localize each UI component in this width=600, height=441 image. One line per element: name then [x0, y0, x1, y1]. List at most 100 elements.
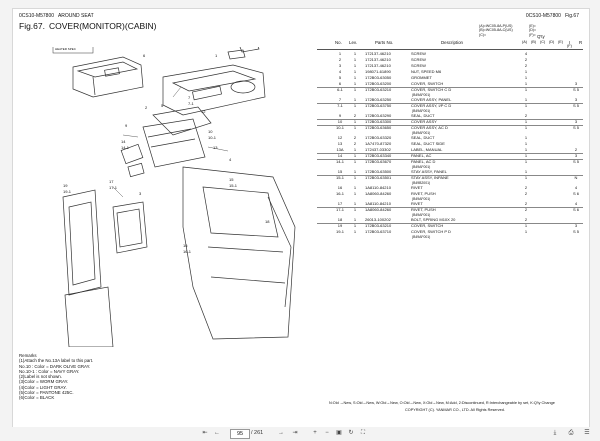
cell-lev: 1	[353, 69, 357, 74]
callout-7-1: 7-1	[188, 101, 195, 106]
cell-a: 4	[524, 51, 528, 56]
fit-page-icon[interactable]: ▣	[336, 430, 342, 436]
cell-ir: S 6	[572, 191, 579, 196]
cell-lev: 2	[353, 141, 357, 146]
cell-a: 1	[524, 147, 528, 152]
fullscreen-icon[interactable]: ⛶	[360, 430, 366, 436]
cell-a: 2	[524, 113, 528, 118]
cell-no: 16-1	[335, 191, 344, 196]
cell-no: 14	[337, 153, 343, 158]
cell-no: 18	[337, 217, 343, 222]
cell-lev: 1	[353, 229, 357, 234]
callout-10: 10	[208, 129, 213, 134]
cell-desc: COVER, SWITCH	[411, 223, 444, 228]
zoom-out-icon[interactable]: −	[325, 430, 329, 436]
first-page-icon[interactable]: ⇤	[202, 430, 208, 436]
cell-pn: 172137-46210	[365, 57, 391, 62]
menu-icon[interactable]: ☰	[584, 430, 590, 436]
cell-desc: SEAL, DUCT	[411, 135, 435, 140]
prev-page-icon[interactable]: ←	[214, 430, 220, 436]
cell-a: 1	[524, 141, 528, 146]
rotate-icon[interactable]: ↻	[348, 430, 354, 436]
cell-lev: 1	[353, 201, 357, 206]
qty-model-legend-2: (E)= (D)= (F)=	[529, 24, 536, 37]
qty-col-a: (A)	[522, 40, 528, 44]
cell-desc: COVER, SWITCH P D	[411, 229, 451, 234]
cell-no: 7	[338, 97, 342, 102]
cell-ir: N	[574, 175, 578, 180]
last-page-icon[interactable]: ⇥	[292, 430, 298, 436]
header-right: 0CS10-M57800 Fig.67	[526, 13, 579, 19]
cell-desc: GROMMET	[411, 75, 432, 80]
cell-a: 2	[524, 57, 528, 62]
cell-lev: 1	[353, 75, 357, 80]
zoom-in-icon[interactable]: +	[313, 430, 317, 436]
cell-ir: S 5	[572, 103, 579, 108]
cell-lev: 1	[353, 159, 357, 164]
cell-ir: 2	[574, 147, 578, 152]
cell-desc: LABEL, MANUAL	[411, 147, 443, 152]
cell-pn: 26013-100202	[365, 217, 391, 222]
header-left: 0CS10-M57800 AROUND SEAT	[19, 13, 94, 19]
cell-no: 6	[338, 81, 342, 86]
cell-desc: RIVET	[411, 185, 423, 190]
cell-no: 9	[338, 113, 342, 118]
cell-pn: 172B03-63210	[365, 87, 392, 92]
page-number-input[interactable]: 95	[230, 429, 250, 439]
cell-pn: 1A8110-84210	[365, 185, 391, 190]
cell-desc: COVER ASSY, I/P C D	[411, 103, 452, 108]
cell-lev: 1	[353, 87, 357, 92]
remark-line: No.10-1 : Color = NAVY GRAY.	[19, 368, 80, 374]
remarks-title: Remarks	[19, 353, 37, 358]
qty-model-legend: (A)=WC05-8A-P(US) (B)=WC05-8A-C(US) (C)=	[479, 24, 513, 37]
cell-pn: 172137-46210	[365, 63, 391, 68]
cell-pn: 1A8060-84260	[365, 191, 392, 196]
cell-pn: 172B03-63300	[365, 119, 392, 124]
cell-no: 13A	[336, 147, 344, 152]
print-icon[interactable]: ⎙	[568, 430, 574, 436]
callout-18: 18	[265, 219, 270, 224]
cell-desc: PANEL, AC D	[411, 159, 436, 164]
cell-pn: 198071-61890	[365, 69, 391, 74]
download-icon[interactable]: ⤓	[553, 430, 557, 436]
cell-ir: S 5	[572, 87, 579, 92]
cell-no: 10	[337, 119, 343, 124]
remarks-block: Remarks (1)Attach the No.13A label to th…	[19, 353, 169, 401]
callout-17: 17	[109, 179, 114, 184]
cell-pn: 172B03-63200	[365, 81, 392, 86]
cell-no: 1	[338, 51, 342, 56]
cell-pn: 172B03-63501	[365, 175, 392, 180]
qty-model-f: (F)=	[529, 32, 536, 37]
cell-lev: 1	[353, 217, 357, 222]
callout-1: 1	[215, 53, 218, 58]
cell-lev: 1	[353, 81, 357, 86]
cell-no: 3	[338, 63, 342, 68]
heater-spec-label: HEATER SPEC	[55, 47, 77, 51]
cell-desc: PANEL, AC	[411, 153, 432, 158]
next-page-icon[interactable]: →	[278, 430, 284, 436]
cell-a: 1	[524, 75, 528, 80]
callout-9: 9	[125, 123, 128, 128]
cell-desc: COVER ASSY	[411, 119, 437, 124]
qty-col-e: (E)	[558, 40, 564, 44]
cell-ir: S 6	[572, 207, 579, 212]
cell-pn: 172B03-63320	[365, 135, 392, 140]
cell-a: 1	[524, 153, 528, 158]
cell-ir: S 5	[572, 125, 579, 130]
cell-lev: 1	[353, 103, 357, 108]
cell-pn: 172B03-63290	[365, 113, 392, 118]
header-right-code: 0CS10-M57800	[525, 13, 561, 19]
